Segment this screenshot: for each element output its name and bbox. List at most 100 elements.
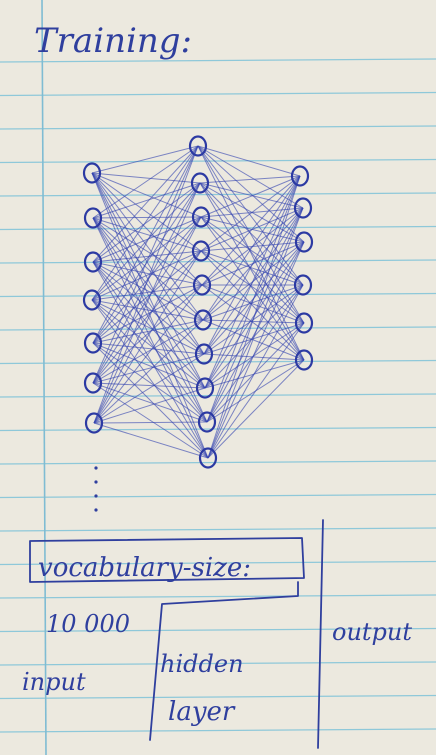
- input-hidden-edge: [91, 299, 204, 321]
- hidden-output-edge: [203, 322, 305, 355]
- output-bracket: [317, 519, 324, 749]
- input-hidden-edge: [93, 422, 209, 459]
- input-hidden-edge: [91, 216, 202, 301]
- input-hidden-edge: [92, 342, 209, 459]
- hidden-node: [191, 240, 211, 262]
- input-hidden-edge: [91, 284, 203, 301]
- output-node: [294, 312, 314, 334]
- output-node: [294, 349, 314, 371]
- ruled-lines: [0, 58, 436, 733]
- hidden-output-edge: [200, 250, 305, 361]
- input-hidden-edge: [92, 284, 203, 384]
- input-hidden-edge: [92, 145, 199, 219]
- hidden-node: [195, 377, 215, 399]
- hidden-output-edge: [200, 175, 301, 218]
- hidden-output-edge: [207, 359, 305, 459]
- hidden-bracket: [149, 581, 299, 741]
- input-node: [83, 207, 103, 229]
- hidden-output-edge: [200, 216, 304, 286]
- hidden-node: [188, 135, 208, 157]
- hidden-node: [192, 274, 212, 296]
- output-label: output: [332, 618, 412, 646]
- ruled-line: [0, 594, 436, 599]
- hidden-output-edge: [200, 216, 305, 361]
- output-node: [290, 165, 310, 187]
- input-hidden-edge: [93, 250, 202, 424]
- output-node: [293, 197, 313, 219]
- input-hidden-edge: [91, 172, 202, 218]
- input-node: [83, 332, 103, 354]
- input-hidden-edge: [93, 387, 206, 424]
- hidden-node: [190, 172, 210, 194]
- input-hidden-edge: [92, 250, 202, 263]
- input-hidden-edge: [92, 145, 199, 384]
- input-hidden-edge: [92, 217, 205, 355]
- input-node: [84, 412, 104, 434]
- input-hidden-edge: [92, 382, 209, 459]
- hidden-output-edge: [199, 182, 305, 361]
- input-hidden-edge: [91, 145, 199, 301]
- ruled-line: [0, 259, 436, 264]
- ruled-line: [0, 192, 436, 197]
- ruled-line: [0, 560, 436, 566]
- hidden-output-edge: [202, 175, 301, 321]
- hidden-output-edge: [207, 175, 301, 459]
- hidden-node: [193, 309, 213, 331]
- hidden-label: hidden: [160, 650, 244, 678]
- hidden-output-edge: [207, 284, 304, 459]
- ellipsis-dot: [94, 480, 98, 484]
- ruled-line: [0, 527, 436, 532]
- input-hidden-edge: [92, 261, 206, 389]
- input-hidden-edge: [92, 250, 202, 384]
- input-hidden-edge: [92, 261, 205, 355]
- input-hidden-edge: [91, 250, 202, 301]
- ruled-line: [0, 158, 436, 164]
- input-hidden-edge: [92, 261, 203, 286]
- input-hidden-edge: [92, 382, 208, 423]
- hidden-output-edge: [199, 182, 304, 209]
- input-hidden-edge: [93, 284, 203, 424]
- input-hidden-edge: [93, 145, 199, 424]
- input-hidden-edge: [92, 250, 202, 344]
- input-hidden-edge: [93, 319, 204, 424]
- ellipsis-dot: [94, 508, 98, 512]
- ruled-line: [0, 694, 436, 700]
- hidden-output-edge: [197, 145, 304, 286]
- hidden-node: [194, 343, 214, 365]
- ruled-line: [0, 359, 436, 365]
- ruled-line: [0, 292, 436, 298]
- hidden-output-edge: [201, 175, 301, 286]
- margin-line: [41, 0, 47, 755]
- ruled-line: [0, 426, 436, 432]
- layer-label: layer: [168, 697, 236, 727]
- network-nodes: [82, 135, 314, 469]
- vocabulary-box: [29, 537, 305, 583]
- input-node: [83, 372, 103, 394]
- hidden-output-edge: [204, 322, 305, 389]
- ellipsis-dot: [94, 466, 98, 470]
- ruled-line: [0, 91, 436, 97]
- hidden-output-edge: [207, 207, 304, 459]
- input-hidden-edge: [92, 182, 201, 263]
- hidden-output-edge: [197, 145, 305, 324]
- vocabulary-label: vocabulary-size:: [38, 553, 251, 583]
- hidden-output-edge: [202, 319, 305, 324]
- input-hidden-edge: [93, 182, 201, 424]
- input-hidden-edge: [92, 353, 205, 384]
- hidden-output-edge: [207, 241, 305, 459]
- input-hidden-edge: [91, 182, 201, 301]
- hidden-output-edge: [203, 353, 305, 361]
- ruled-line: [0, 493, 436, 499]
- input-label: input: [22, 668, 86, 696]
- vocabulary-count: 10 000: [46, 610, 130, 638]
- title: Training:: [34, 21, 192, 61]
- input-hidden-edge: [91, 172, 204, 321]
- input-hidden-edge: [92, 319, 204, 344]
- input-hidden-edge: [92, 261, 208, 423]
- input-hidden-edge: [92, 319, 204, 384]
- input-hidden-edge: [91, 299, 206, 389]
- ruled-line: [0, 58, 436, 63]
- ruled-line: [0, 125, 436, 130]
- input-hidden-edge: [92, 216, 202, 384]
- input-hidden-edge: [91, 145, 199, 174]
